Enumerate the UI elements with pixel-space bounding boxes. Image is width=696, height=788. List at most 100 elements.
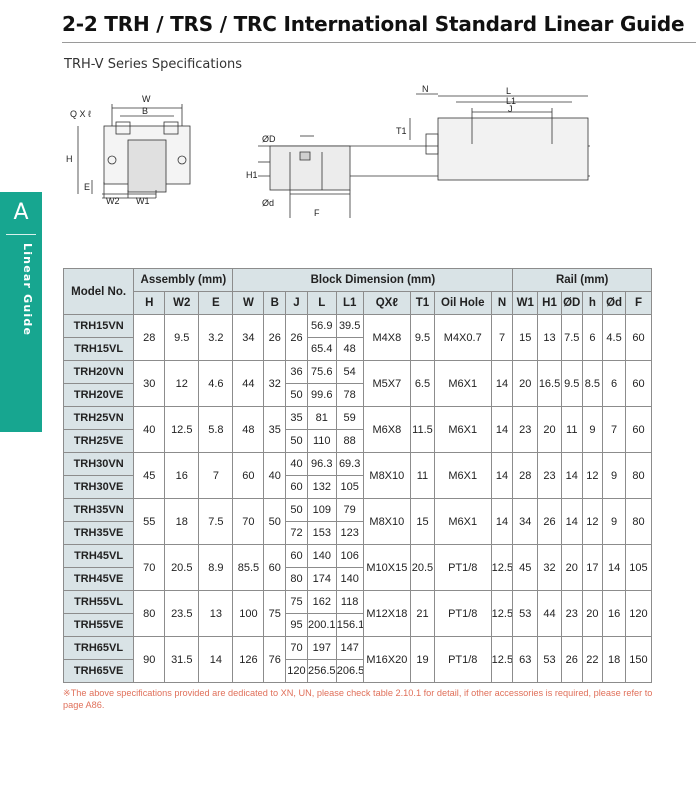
table-cell: 16 [602, 590, 626, 637]
table-cell: 126 [232, 636, 265, 683]
table-cell: 80 [285, 567, 308, 591]
table-cell: 80 [133, 590, 166, 637]
table-cell: 147 [335, 636, 364, 660]
table-cell: 39.5 [335, 314, 364, 338]
table-cell: 7 [602, 406, 626, 453]
table-cell: 48 [335, 337, 364, 361]
column-header: W1 [512, 291, 539, 315]
table-cell: 7.5 [198, 498, 234, 545]
model-number: TRH35VE [62, 521, 135, 545]
table-cell: 44 [232, 360, 265, 407]
table-cell: 20 [512, 360, 539, 407]
table-cell: M6X8 [362, 406, 412, 453]
table-cell: 28 [133, 314, 166, 361]
table-cell: 14 [560, 498, 583, 545]
column-header: B [263, 291, 287, 315]
table-cell: 60 [263, 544, 287, 591]
header-assembly: Assembly (mm) [133, 268, 234, 292]
table-cell: 50 [263, 498, 287, 545]
model-number: TRH25VE [62, 429, 135, 453]
table-cell: 76 [263, 636, 287, 683]
column-header: E [198, 291, 234, 315]
table-cell: 70 [232, 498, 265, 545]
table-cell: 11 [410, 452, 435, 499]
label-w2: W2 [106, 196, 120, 206]
column-header: ØD [560, 291, 583, 315]
table-cell: 11.5 [410, 406, 435, 453]
header-model-no: Model No. [62, 268, 135, 315]
table-cell: 44 [537, 590, 562, 637]
label-od-upper: ØD [262, 134, 276, 144]
table-cell: 40 [263, 452, 287, 499]
label-e: E [84, 182, 90, 192]
table-cell: 50 [285, 498, 308, 522]
label-f: F [314, 208, 320, 218]
table-cell: 6 [581, 314, 604, 361]
table-cell: 153 [306, 521, 337, 545]
table-cell: 6 [602, 360, 626, 407]
front-view-diagram [77, 104, 191, 199]
table-cell: PT1/8 [433, 544, 492, 591]
table-cell: 12.5 [490, 636, 514, 683]
header-rail: Rail (mm) [512, 268, 652, 292]
label-w: W [142, 94, 151, 104]
table-cell: 54 [335, 360, 364, 384]
table-cell: 8.5 [581, 360, 604, 407]
table-cell: 156.1 [335, 613, 364, 637]
table-cell: 105 [624, 544, 653, 591]
table-cell: 81 [306, 406, 337, 430]
dimension-diagrams: Q X ℓ W B H E W2 W1 ØD H1 Ød F N L L1 J … [66, 84, 590, 218]
table-cell: 75 [285, 590, 308, 614]
title-divider [62, 42, 696, 43]
table-cell: 70 [285, 636, 308, 660]
model-number: TRH30VN [62, 452, 135, 476]
table-cell: 26 [560, 636, 583, 683]
table-cell: 123 [335, 521, 364, 545]
side-tab[interactable] [0, 192, 42, 432]
table-cell: 85.5 [232, 544, 265, 591]
label-b: B [142, 106, 148, 116]
table-cell: 110 [306, 429, 337, 453]
table-cell: 65.4 [306, 337, 337, 361]
table-cell: 12 [581, 498, 604, 545]
table-cell: 20 [581, 590, 604, 637]
label-qxl: Q X ℓ [70, 109, 92, 119]
table-cell: 23 [512, 406, 539, 453]
table-cell: M6X1 [433, 452, 492, 499]
table-cell: 35 [285, 406, 308, 430]
label-h1: H1 [246, 170, 258, 180]
table-cell: 14 [490, 498, 514, 545]
table-cell: 60 [624, 360, 653, 407]
table-cell: 18 [164, 498, 200, 545]
table-cell: 63 [512, 636, 539, 683]
table-cell: 14 [560, 452, 583, 499]
table-cell: M10X15 [362, 544, 412, 591]
table-cell: 19 [410, 636, 435, 683]
table-cell: 105 [335, 475, 364, 499]
page-title: 2-2 TRH / TRS / TRC International Standa… [62, 12, 685, 36]
table-cell: 70 [133, 544, 166, 591]
table-cell: 16.5 [537, 360, 562, 407]
column-header: F [624, 291, 653, 315]
table-cell: 50 [285, 429, 308, 453]
column-header: J [285, 291, 308, 315]
table-cell: 69.3 [335, 452, 364, 476]
column-header: N [490, 291, 514, 315]
model-number: TRH15VL [62, 337, 135, 361]
table-cell: 40 [133, 406, 166, 453]
table-cell: M8X10 [362, 452, 412, 499]
label-od-lower: Ød [262, 198, 274, 208]
table-cell: 9 [602, 498, 626, 545]
table-cell: 72 [285, 521, 308, 545]
table-cell: 50 [285, 383, 308, 407]
table-cell: 256.5 [306, 659, 337, 683]
table-cell: 60 [285, 544, 308, 568]
table-cell: 60 [624, 314, 653, 361]
